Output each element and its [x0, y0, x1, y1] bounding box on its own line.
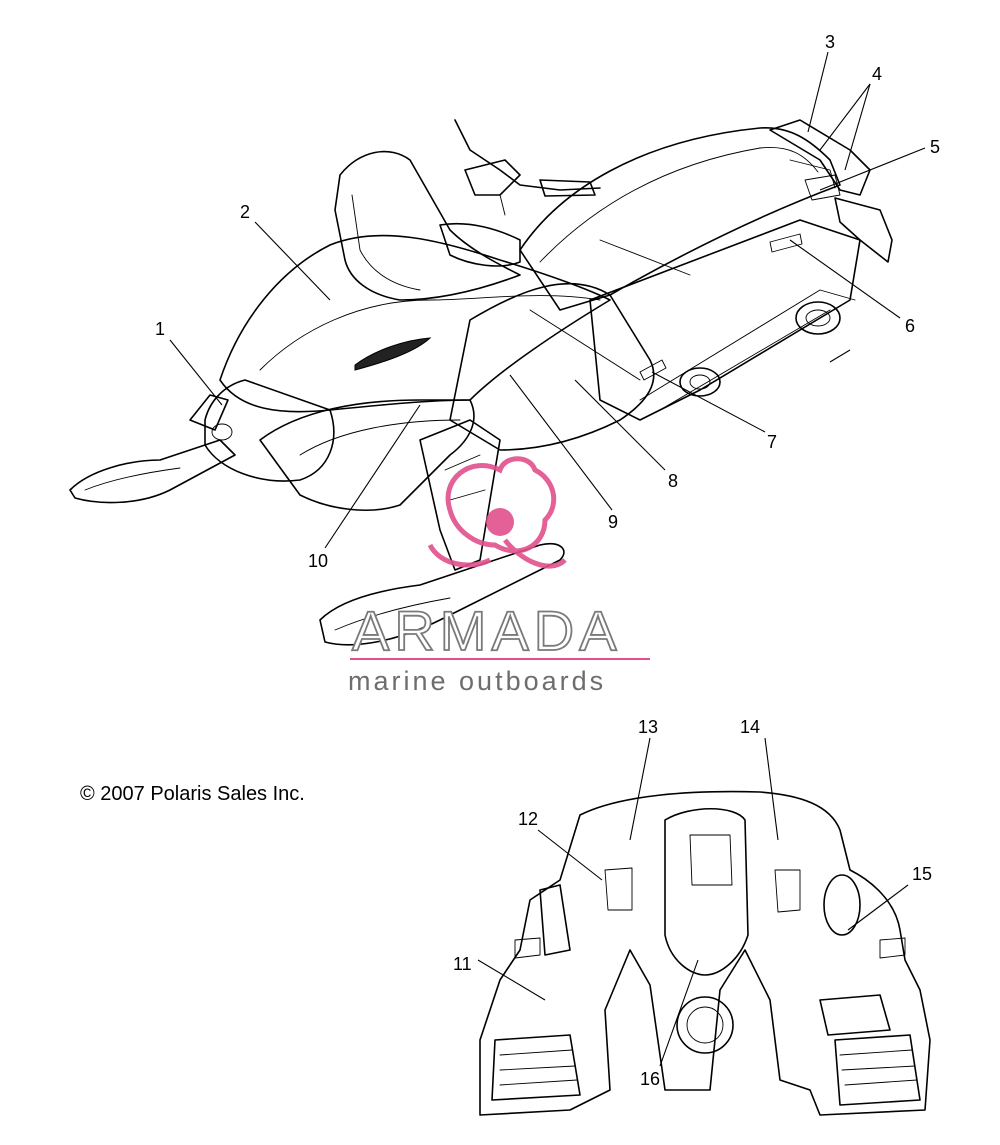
callout-labels: 1 2 3 4 5 6 7 8 9 10 11 12 13 14 15 16	[155, 32, 940, 1089]
copyright-notice: © 2007 Polaris Sales Inc.	[80, 783, 305, 805]
callout-12: 12	[518, 809, 538, 829]
callout-4: 4	[872, 64, 882, 84]
callout-6: 6	[905, 316, 915, 336]
underside-illustration	[479, 790, 931, 1116]
callout-8: 8	[668, 471, 678, 491]
callout-5: 5	[930, 137, 940, 157]
callout-11: 11	[453, 954, 472, 974]
callout-15: 15	[912, 864, 932, 884]
callout-10: 10	[308, 551, 328, 571]
callout-13: 13	[638, 717, 658, 737]
callout-1: 1	[155, 319, 165, 339]
callout-14: 14	[740, 717, 760, 737]
callout-2: 2	[240, 202, 250, 222]
callout-16: 16	[640, 1069, 660, 1089]
callout-3: 3	[825, 32, 835, 52]
callout-7: 7	[767, 432, 777, 452]
watermark-tagline: marine outboards	[348, 666, 606, 696]
armada-logo-icon	[427, 456, 567, 569]
watermark: ARMADA marine outboards	[348, 456, 650, 696]
snowmobile-illustration	[69, 119, 893, 646]
leader-lines	[169, 51, 926, 1067]
watermark-brand: ARMADA	[352, 599, 622, 662]
callout-9: 9	[608, 512, 618, 532]
